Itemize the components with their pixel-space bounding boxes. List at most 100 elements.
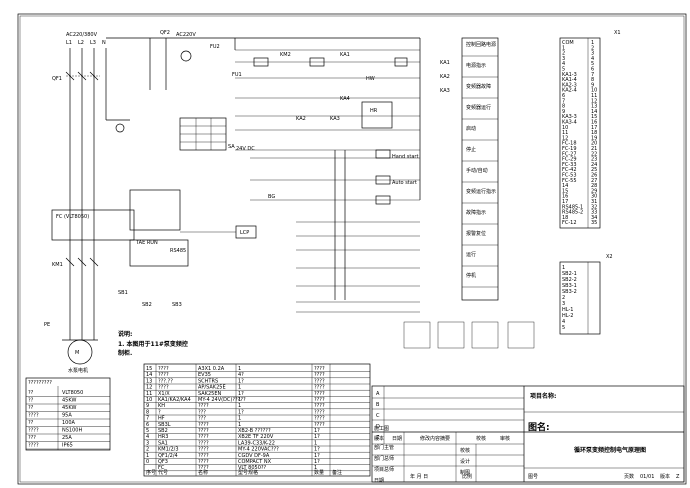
terminal-x1-num: 30 [591, 194, 597, 200]
bom-cell: 1 [314, 440, 317, 446]
bom-cell: SA1 [158, 440, 168, 446]
terminal-x1-row: FC-55 [562, 178, 577, 184]
bom-cell: XB2-B ?????? [238, 428, 271, 434]
pe-label: PE [44, 322, 50, 328]
terminal-x1-num: 34 [591, 215, 597, 221]
bom-cell: KA1/KA2/KA4 [158, 397, 191, 403]
terminal-x1-num: 14 [591, 109, 597, 115]
terminal-x1-num: 22 [591, 151, 597, 157]
bom-cell: 11 [146, 391, 152, 397]
bom-cell: ???? [314, 385, 325, 391]
ka2-label: KA2 [296, 116, 306, 122]
terminal-x1-row: 11 [562, 130, 568, 136]
svg-text:TAE RUN: TAE RUN [135, 240, 158, 246]
bom-cell: 1 [238, 403, 241, 409]
terminal-x1-num: 11 [591, 93, 597, 99]
bom-cell: ???? [198, 447, 209, 453]
svg-text:M: M [75, 350, 79, 356]
terminal-x1-row: 18 [562, 215, 568, 221]
rev-letter: D [376, 424, 380, 430]
function-note: 停机 [466, 272, 476, 279]
bom-footer-cell: 名称 [198, 469, 208, 476]
x1-title: X1 [614, 30, 621, 36]
rev-letter: B [376, 402, 380, 408]
spec-row-param: ???? [28, 413, 39, 419]
role2-label: 制图 [460, 469, 470, 476]
rev-letter: C [376, 413, 380, 419]
bom-footer-cell: 序号 [146, 469, 156, 476]
terminal-x1-row: 12 [562, 135, 568, 141]
terminal-x1-row: 16 [562, 194, 568, 200]
function-note: 控制回路电源 [466, 41, 496, 48]
phase-l3: L3 [90, 40, 96, 46]
function-notes-column [461, 37, 499, 301]
page-value: 01/01 [640, 474, 654, 480]
fu2-label: FU2 [210, 44, 220, 50]
bom-cell: 12 [146, 385, 152, 391]
relay-coil-2 [309, 57, 325, 67]
terminal-x1-num: 15 [591, 114, 597, 120]
function-note: 变频器运行 [466, 104, 491, 111]
bom-cell: 5 [146, 428, 149, 434]
terminal-x1-num: 3 [591, 51, 594, 57]
bom-cell: 1? [238, 391, 244, 397]
bom-cell: ???? [314, 397, 325, 403]
terminal-x1-row: 1 [562, 45, 565, 51]
terminal-x1-num: 9 [591, 82, 594, 88]
bom-cell: ???? [198, 459, 209, 465]
bom-cell: 3 [146, 440, 149, 446]
bom-cell: 4? [238, 372, 244, 378]
bom-cell: 1 [238, 416, 241, 422]
notes-line2: 制柜. [118, 349, 132, 357]
terminal-block-x2: X2 [559, 254, 613, 335]
notes-line1: 1. 本图用于11#泵变频控 [118, 340, 188, 348]
bom-cell: 8 [146, 409, 149, 415]
function-note: 报警复位 [466, 230, 486, 237]
terminal-x1-num: 23 [591, 157, 597, 163]
bom-table [143, 363, 371, 477]
qf2-label: QF2 [160, 30, 170, 36]
fan-symbol [180, 50, 192, 62]
bom-footer-cell: 代号 [158, 469, 168, 476]
terminal-x1-row: 3 [562, 56, 565, 62]
terminal-x1-row: 4 [562, 61, 565, 67]
terminal-x2-row: SB2-2 [562, 277, 577, 283]
bom-footer-cell: 备注 [332, 469, 342, 476]
bom-cell: ???? [198, 453, 209, 459]
terminal-x1-num: 17 [591, 125, 597, 131]
terminal-x1-num: 24 [591, 162, 597, 168]
terminal-x1-row: FC-33 [562, 162, 577, 168]
vfd-io-block [129, 239, 189, 267]
role2-label: 设计 [460, 458, 470, 465]
terminal-x1-row: RS485-2 [562, 210, 583, 216]
relay-coil-1 [253, 57, 269, 67]
v24-label: 24V DC [236, 146, 255, 152]
terminal-x1-num: 7 [591, 72, 594, 78]
terminal-x2-row: 3 [562, 301, 565, 307]
bom-cell: ???? [198, 428, 209, 434]
terminal-x1-row: FC-18 [562, 141, 577, 147]
title-block: 项目名称: 图名: 循环泵变频控制电气原理图 图号 页数 01/01 版本 Z … [371, 385, 685, 483]
terminal-x1-row: 6 [562, 93, 565, 99]
bom-cell: 1 [238, 366, 241, 372]
bom-cell: 6 [146, 422, 149, 428]
bom-cell: 13 [146, 378, 152, 384]
bom-cell: VLT 8050?? [238, 465, 267, 471]
relay-coil-3 [394, 57, 408, 67]
terminal-x1-num: 8 [591, 77, 594, 83]
spec-row-param: ???? [28, 443, 39, 449]
function-note: 启动 [466, 125, 476, 132]
ratio-label: 比例 [462, 473, 472, 480]
bom-cell: XB2E TF 220V [238, 434, 274, 440]
bom-cell: SB2 [158, 428, 168, 434]
role2-label: 校核 [460, 447, 470, 454]
bom-cell: ???? [314, 422, 325, 428]
ka4-label: KA4 [340, 96, 350, 102]
terminal-x1-row: 17 [562, 199, 568, 205]
terminal-x1-num: 31 [591, 199, 597, 205]
bg-label: BG [268, 194, 275, 200]
terminal-x2-row: HL-1 [562, 307, 573, 313]
terminal-x1-num: 16 [591, 120, 597, 126]
drawing-frame [17, 13, 687, 485]
